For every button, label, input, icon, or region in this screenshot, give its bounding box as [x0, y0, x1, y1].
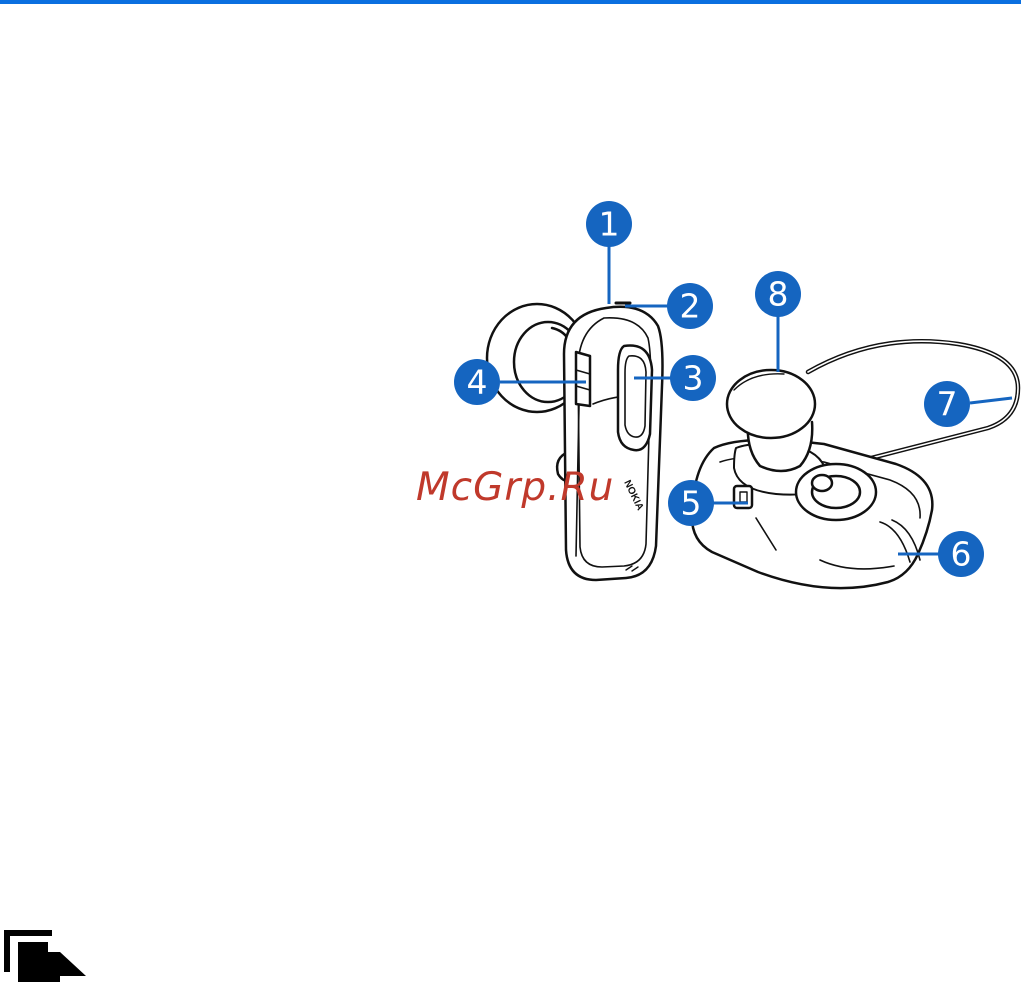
callout-number-4: 4 — [467, 363, 488, 402]
headset-front-view — [487, 303, 663, 580]
callout-number-8: 8 — [768, 275, 789, 314]
callout-number-3: 3 — [683, 359, 704, 398]
callout-8: 8 — [755, 271, 801, 317]
callout-7: 7 — [924, 381, 970, 427]
callout-number-5: 5 — [681, 484, 702, 523]
callout-5: 5 — [668, 480, 714, 526]
callout-number-2: 2 — [680, 287, 701, 326]
watermark-text: McGrp.Ru — [416, 468, 614, 507]
callout-4: 4 — [454, 359, 500, 405]
callout-2: 2 — [667, 283, 713, 329]
callout-number-7: 7 — [937, 385, 958, 424]
callout-number-1: 1 — [599, 205, 620, 244]
callout-1: 1 — [586, 201, 632, 247]
callout-6: 6 — [938, 531, 984, 577]
callout-number-6: 6 — [951, 535, 972, 574]
callout-3: 3 — [670, 355, 716, 401]
note-icon — [0, 922, 90, 982]
leader-line-7 — [970, 398, 1012, 403]
